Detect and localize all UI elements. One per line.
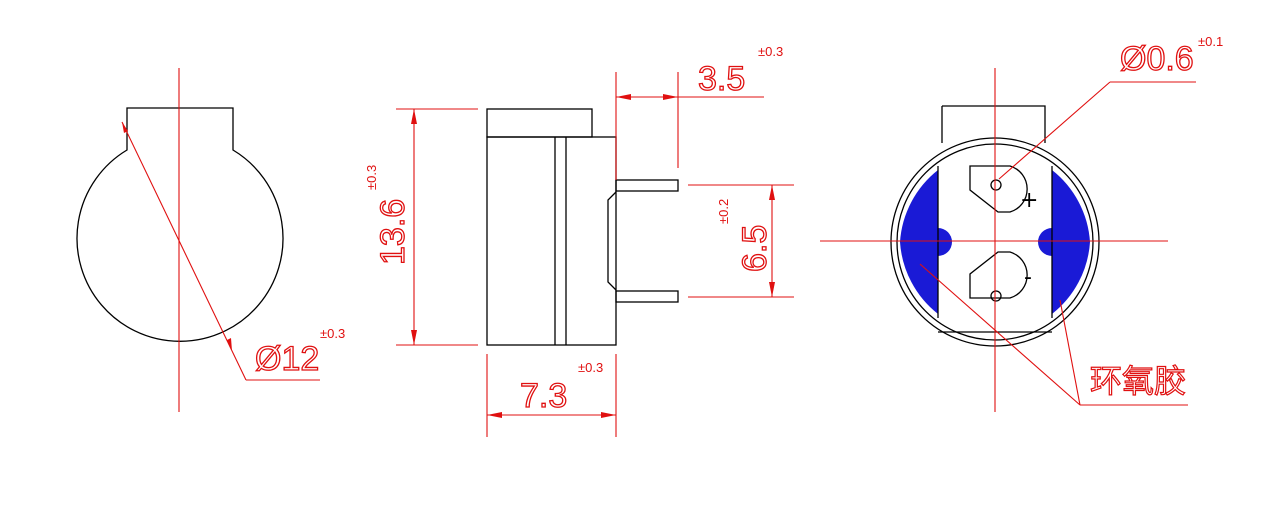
width-tolerance: ±0.3 (578, 360, 603, 375)
plus-sign: + (1020, 188, 1038, 213)
pin-diameter-leader (998, 81, 1111, 180)
pin-diameter-value: Ø0.6 (1120, 40, 1194, 78)
diameter-arrow-bottom (227, 338, 232, 351)
height-tolerance: ±0.3 (364, 165, 379, 190)
front-view: Ø12 ±0.3 (76, 68, 345, 412)
epoxy-left-bump (938, 228, 952, 256)
front-view-outline (76, 107, 284, 342)
diameter-tolerance: ±0.3 (320, 326, 345, 341)
epoxy-right (1052, 170, 1090, 314)
side-view-notch (607, 191, 617, 291)
pin-hole-positive (990, 179, 1002, 191)
diameter-leader (121, 121, 247, 381)
pinspace-value: 6.5 (736, 225, 774, 272)
pin-hole-negative (990, 290, 1002, 302)
pad-negative (969, 251, 1028, 299)
height-arrow-top (411, 109, 417, 124)
width-arrow-left (487, 412, 502, 418)
epoxy-left (900, 170, 938, 314)
epoxy-leader-right (1059, 299, 1081, 406)
epoxy-label: 环氧胶 (1090, 362, 1186, 400)
pinlen-tolerance: ±0.3 (758, 44, 783, 59)
pinlen-arrow-right (663, 94, 678, 100)
pinlen-arrow-left (616, 94, 631, 100)
diameter-arrow-top (122, 122, 128, 133)
bottom-view: + - Ø0.6 ±0.1 环氧胶 (820, 34, 1223, 412)
pin-bottom (615, 290, 679, 303)
side-view-body (486, 136, 617, 346)
width-arrow-right (601, 412, 616, 418)
height-arrow-bottom (411, 330, 417, 345)
diameter-value: Ø12 (255, 340, 319, 378)
epoxy-right-bump (1038, 228, 1052, 256)
side-view-top-tab (486, 108, 593, 138)
height-value: 13.6 (374, 199, 412, 265)
epoxy-leader-left (919, 263, 1081, 406)
side-view: 13.6 ±0.3 3.5 ±0.3 6.5 ±0.2 7.3 ±0.3 (364, 44, 794, 437)
width-value: 7.3 (520, 377, 567, 415)
pinspace-arrow-bottom (769, 282, 775, 297)
pinlen-value: 3.5 (698, 60, 745, 98)
pinspace-arrow-top (769, 185, 775, 200)
pin-diameter-tolerance: ±0.1 (1198, 34, 1223, 49)
pad-positive (969, 165, 1028, 213)
minus-sign: - (1024, 265, 1032, 290)
pinspace-tolerance: ±0.2 (716, 199, 731, 224)
pin-top (615, 179, 679, 192)
bottom-view-tab (941, 105, 1046, 143)
